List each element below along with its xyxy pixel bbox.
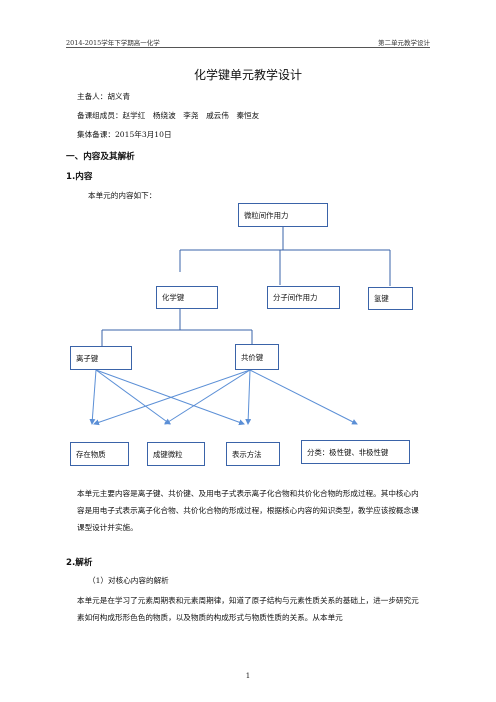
diagram-node-representation: 表示方法 bbox=[226, 442, 280, 466]
diagram-node-root: 微粒间作用力 bbox=[238, 203, 328, 227]
section-heading-content: 一、内容及其解析 bbox=[66, 152, 135, 162]
paragraph-summary: 本单元主要内容是离子键、共价键、及用电子式表示离子化合物和共价化合物的形成过程。… bbox=[77, 489, 419, 532]
date-line: 集体备课：2015年3月10日 bbox=[77, 130, 172, 139]
paragraph-analysis: 本单元是在学习了元素周期表和元素周期律，知道了原子结构与元素性质关系的基础上，进… bbox=[77, 596, 419, 622]
diagram-node-bonding-particles: 成键微粒 bbox=[147, 442, 205, 466]
diagram-node-intermolecular-force: 分子间作用力 bbox=[267, 286, 340, 309]
diagram-node-chemical-bond: 化学键 bbox=[156, 286, 218, 309]
page-title: 化学键单元教学设计 bbox=[193, 68, 302, 82]
subsection-heading-content: 1.内容 bbox=[66, 172, 93, 182]
subsection-heading-analysis: 2.解析 bbox=[66, 558, 93, 568]
diagram-node-classification: 分类：极性键、非极性键 bbox=[301, 440, 410, 464]
header-left: 2014-2015学年下学期高一化学 bbox=[66, 39, 160, 47]
diagram-node-hydrogen-bond: 氢键 bbox=[368, 287, 413, 310]
header-right: 第二单元教学设计 bbox=[378, 39, 430, 47]
preparer-line: 主备人：胡义青 bbox=[77, 92, 131, 101]
diagram-node-ionic-bond: 离子键 bbox=[70, 346, 132, 370]
header-rule bbox=[66, 47, 430, 48]
page-number: 1 bbox=[245, 672, 251, 680]
analysis-subheading: （1）对核心内容的解析 bbox=[88, 576, 169, 585]
diagram-node-covalent-bond: 共价键 bbox=[235, 344, 279, 370]
content-intro: 本单元的内容如下： bbox=[88, 191, 157, 200]
members-line: 备课组成员：赵学红 杨绕波 李尧 戚云伟 秦恒友 bbox=[77, 111, 260, 120]
diagram-node-existing-substances: 存在物质 bbox=[70, 442, 129, 466]
